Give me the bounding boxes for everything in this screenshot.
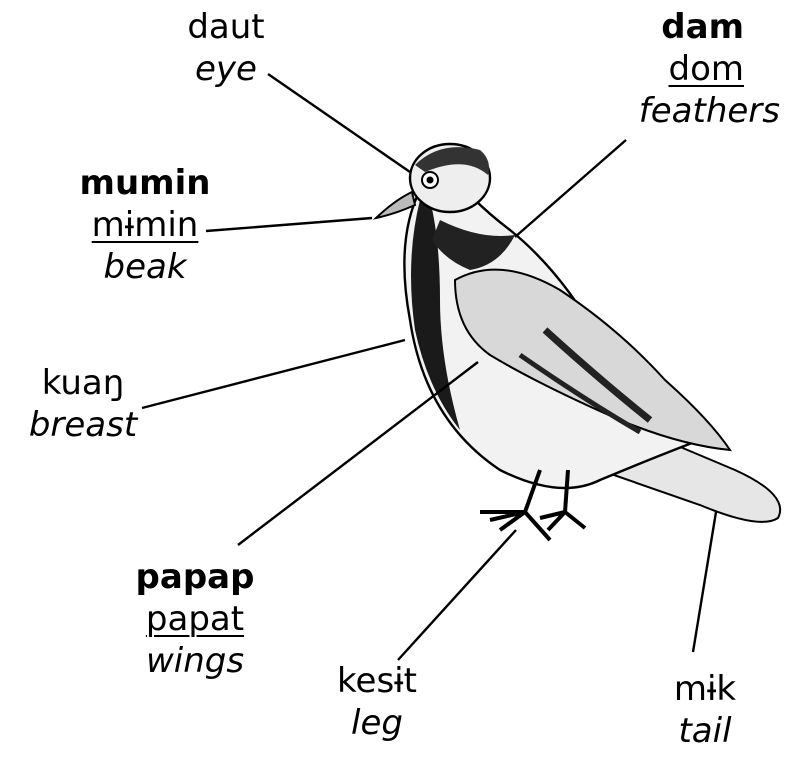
- beak-gloss: beak: [60, 246, 230, 288]
- tail-word: mɨk: [650, 668, 760, 710]
- label-leg: kesɨt leg: [322, 660, 432, 744]
- label-beak: mumin mɨmin beak: [60, 162, 230, 288]
- wings-word-underlined: papat: [146, 599, 244, 639]
- beak-word-bold: mumin: [60, 162, 230, 204]
- label-breast: kuaŋ breast: [18, 362, 148, 446]
- breast-leader-line: [142, 340, 405, 408]
- pigeon-pupil: [427, 177, 434, 184]
- breast-gloss: breast: [18, 404, 148, 446]
- pigeon-illustration: [376, 144, 780, 540]
- label-tail: mɨk tail: [650, 668, 760, 752]
- wings-word-bold: papap: [120, 556, 270, 598]
- beak-word-underlined: mɨmin: [92, 205, 199, 245]
- beak-leader-line: [206, 218, 372, 231]
- label-eye: daut eye: [160, 6, 292, 90]
- tail-gloss: tail: [650, 710, 760, 752]
- eye-gloss: eye: [160, 48, 292, 90]
- feathers-leader-line: [515, 140, 626, 237]
- label-wings: papap papat wings: [120, 556, 270, 682]
- feathers-word-underlined: dom: [668, 49, 744, 89]
- label-feathers: dam dom feathers: [600, 6, 780, 132]
- eye-word: daut: [160, 6, 292, 48]
- pigeon-beak: [376, 192, 415, 218]
- leg-gloss: leg: [322, 702, 432, 744]
- breast-word: kuaŋ: [18, 362, 148, 404]
- feathers-word-bold: dam: [600, 6, 780, 48]
- feathers-gloss: feathers: [600, 90, 780, 132]
- leg-leader-line: [398, 530, 516, 660]
- tail-leader-line: [693, 512, 716, 652]
- leg-word: kesɨt: [322, 660, 432, 702]
- wings-gloss: wings: [120, 640, 270, 682]
- wings-leader-line: [238, 362, 478, 545]
